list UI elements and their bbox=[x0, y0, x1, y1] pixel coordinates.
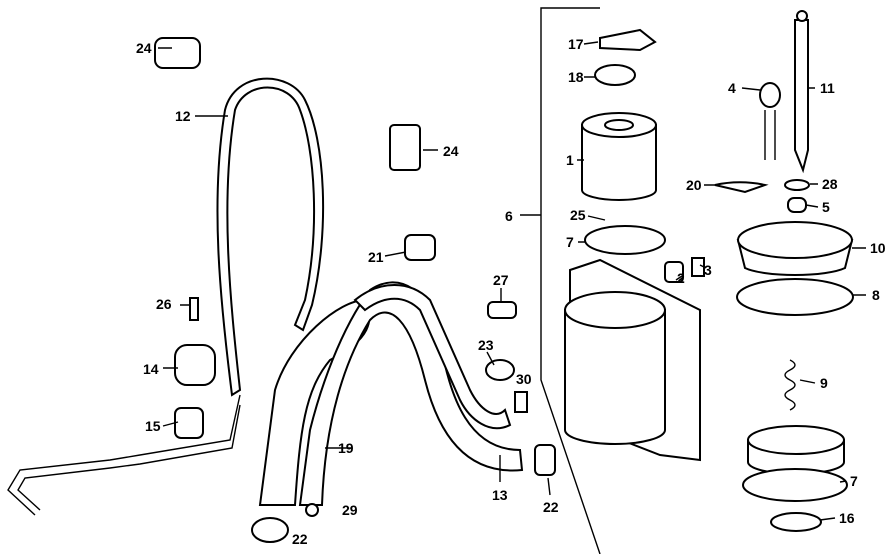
leader-lines bbox=[158, 41, 866, 521]
callout-7: 7 bbox=[850, 473, 858, 489]
callout-26: 26 bbox=[156, 296, 172, 312]
o-ring-7-lower-shape bbox=[742, 468, 848, 502]
callout-15: 15 bbox=[145, 418, 161, 434]
clip-23-shape bbox=[485, 359, 515, 381]
callout-6: 6 bbox=[505, 208, 513, 224]
reservoir-cap-top bbox=[737, 221, 853, 259]
bolt-shape bbox=[189, 297, 199, 321]
callout-10: 10 bbox=[870, 240, 886, 256]
clamp-22-shape bbox=[251, 517, 289, 543]
metal-line bbox=[7, 394, 241, 516]
callout-17: 17 bbox=[568, 36, 584, 52]
callout-25: 25 bbox=[570, 207, 586, 223]
callout-19: 19 bbox=[338, 440, 354, 456]
callout-5: 5 bbox=[822, 199, 830, 215]
clamp-bracket-upper-shape bbox=[154, 37, 201, 69]
callout-18: 18 bbox=[568, 69, 584, 85]
callout-2: 2 bbox=[677, 270, 685, 286]
callout-16: 16 bbox=[839, 510, 855, 526]
callout-7: 7 bbox=[566, 234, 574, 250]
callout-27: 27 bbox=[493, 272, 509, 288]
callout-30: 30 bbox=[516, 371, 532, 387]
callout-22: 22 bbox=[543, 499, 559, 515]
retainer-plate-shape bbox=[599, 28, 657, 52]
callout-3: 3 bbox=[704, 262, 712, 278]
cap-4-shape bbox=[759, 82, 781, 108]
bracket-3-shape bbox=[691, 257, 705, 277]
filter-hole bbox=[604, 119, 634, 131]
callout-23: 23 bbox=[478, 337, 494, 353]
callout-4: 4 bbox=[728, 80, 736, 96]
callout-21: 21 bbox=[368, 249, 384, 265]
callout-13: 13 bbox=[492, 487, 508, 503]
callout-22: 22 bbox=[292, 531, 308, 547]
hose-upper bbox=[353, 284, 512, 430]
clamp-bracket-middle-shape bbox=[389, 124, 421, 171]
callout-20: 20 bbox=[686, 177, 702, 193]
cap-base-16-shape bbox=[770, 512, 822, 532]
assembly-bracket-line bbox=[540, 7, 601, 554]
callout-1: 1 bbox=[566, 152, 574, 168]
callout-9: 9 bbox=[820, 375, 828, 391]
seal-20-shape bbox=[714, 181, 769, 194]
gasket-8-shape bbox=[736, 278, 854, 316]
callout-8: 8 bbox=[872, 287, 880, 303]
filter-shape bbox=[581, 124, 657, 201]
callout-14: 14 bbox=[143, 361, 159, 377]
clamp-14-shape bbox=[174, 344, 216, 386]
washer-28-shape bbox=[784, 179, 810, 191]
clamp-22-right-shape bbox=[534, 444, 556, 476]
callout-28: 28 bbox=[822, 176, 838, 192]
callout-12: 12 bbox=[175, 108, 191, 124]
reservoir-top bbox=[564, 291, 666, 329]
grommet-15-shape bbox=[174, 407, 204, 439]
cap-lower-top bbox=[747, 425, 845, 455]
callout-24: 24 bbox=[443, 143, 459, 159]
bracket-2-shape bbox=[664, 261, 684, 283]
o-ring-7-shape bbox=[584, 225, 666, 255]
hose-clamp-shape bbox=[404, 234, 436, 261]
clip-30-shape bbox=[514, 391, 528, 413]
clip-29-shape bbox=[305, 503, 319, 517]
dipstick-knob bbox=[796, 10, 808, 22]
reservoir-body bbox=[564, 309, 666, 445]
spring-9-shape bbox=[784, 359, 796, 411]
fitting-27-shape bbox=[487, 301, 517, 319]
callout-24: 24 bbox=[136, 40, 152, 56]
dipstick-shape bbox=[794, 19, 809, 174]
spring-18-shape bbox=[594, 64, 636, 86]
callout-29: 29 bbox=[342, 502, 358, 518]
grommet-5-shape bbox=[787, 197, 807, 213]
callout-11: 11 bbox=[820, 80, 835, 96]
pressure-hose-12 bbox=[216, 77, 325, 397]
cap-stem bbox=[764, 110, 776, 160]
